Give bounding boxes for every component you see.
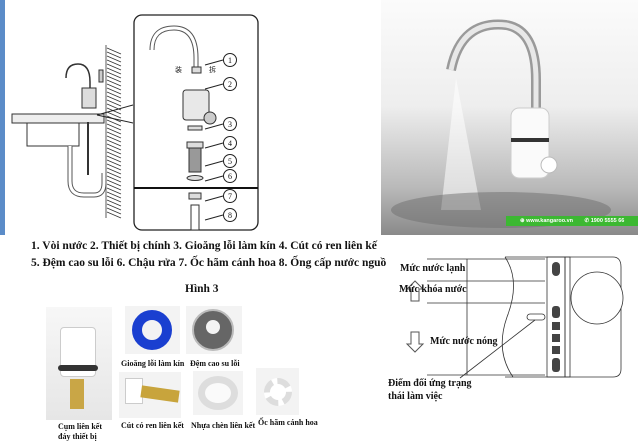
part-number-circle bbox=[223, 208, 237, 222]
remove-glyph: 拆 bbox=[209, 65, 216, 74]
photo-threaded-connector bbox=[119, 372, 181, 418]
wall-hatching bbox=[105, 45, 122, 219]
part-number: 8 bbox=[228, 211, 232, 220]
label-rubber-pad: Đệm cao su lỗi bbox=[190, 359, 240, 368]
part-number-circle bbox=[223, 77, 237, 91]
label-bottom-assembly-1: Cụm liên kết bbox=[58, 422, 102, 431]
arrow-up-icon bbox=[405, 280, 425, 302]
globe-icon: ⊕ bbox=[520, 218, 527, 224]
photo-seal-ring bbox=[125, 306, 180, 354]
small-faucet bbox=[65, 63, 104, 109]
part-number: 4 bbox=[228, 139, 232, 148]
label-seal-ring: Gioăng lỗi làm kín bbox=[121, 359, 185, 368]
arrow-down-icon bbox=[405, 331, 425, 353]
caption-line-2: 5. Đệm cao su lỗi 6. Chậu rửa 7. Ốc hãm … bbox=[31, 257, 387, 269]
part-number-circle bbox=[223, 154, 237, 168]
contact-bar: ⊕ www.kangaroo.vn ✆ 1900 5555 66 bbox=[506, 216, 638, 226]
sink bbox=[11, 113, 107, 198]
install-glyph: 装 bbox=[175, 65, 182, 74]
photo-rubber-pad bbox=[186, 306, 242, 354]
part-number-circle bbox=[223, 53, 237, 67]
phone-number: 1900 5555 66 bbox=[590, 218, 625, 224]
caption-line-1: 1. Vòi nước 2. Thiết bị chính 3. Gioăng … bbox=[31, 240, 377, 252]
label-bottom-assembly-2: đáy thiết bị bbox=[58, 432, 97, 441]
label-flower-nut: Ốc hãm cánh hoa bbox=[258, 418, 318, 427]
callout-lines bbox=[96, 104, 134, 124]
part-number-circle bbox=[223, 136, 237, 150]
part-number-circle bbox=[223, 169, 237, 183]
mode-diagram bbox=[405, 256, 624, 379]
label-hot-water: Mức nước nóng bbox=[430, 336, 498, 347]
part-number-circles: 1 2 3 4 5 6 7 8 bbox=[204, 53, 237, 222]
label-water-lock: Mức khóa nước bbox=[399, 284, 467, 295]
part-number: 5 bbox=[228, 157, 232, 166]
part-number-circle bbox=[223, 117, 237, 131]
photo-plastic-insert bbox=[193, 371, 243, 415]
phone-icon: ✆ bbox=[584, 218, 591, 224]
website-link[interactable]: www.kangaroo.vn bbox=[526, 218, 574, 224]
installation-diagram: 1 2 3 4 5 6 7 8 装 拆 bbox=[11, 14, 259, 231]
part-number-circle bbox=[223, 189, 237, 203]
part-number: 1 bbox=[228, 56, 232, 65]
part-number: 7 bbox=[228, 192, 232, 201]
photo-bottom-assembly bbox=[46, 307, 112, 420]
edge-strip bbox=[0, 0, 5, 235]
figure-title: Hình 3 bbox=[185, 283, 219, 295]
exploded-parts bbox=[149, 25, 217, 231]
photo-flower-nut bbox=[256, 368, 299, 415]
part-number: 2 bbox=[228, 80, 232, 89]
product-photo: ⊕ www.kangaroo.vn ✆ 1900 5555 66 bbox=[381, 0, 638, 235]
part-number: 6 bbox=[228, 172, 232, 181]
part-number: 3 bbox=[228, 120, 232, 129]
label-indicator-2: thái làm việc bbox=[388, 391, 443, 402]
label-threaded-connector: Cút có ren liên kết bbox=[121, 421, 184, 430]
label-indicator-1: Điểm đối ứng trạng bbox=[388, 378, 472, 389]
label-cold-water: Mức nước lạnh bbox=[400, 263, 466, 274]
label-plastic-insert: Nhựa chèn liên kết bbox=[191, 421, 256, 430]
